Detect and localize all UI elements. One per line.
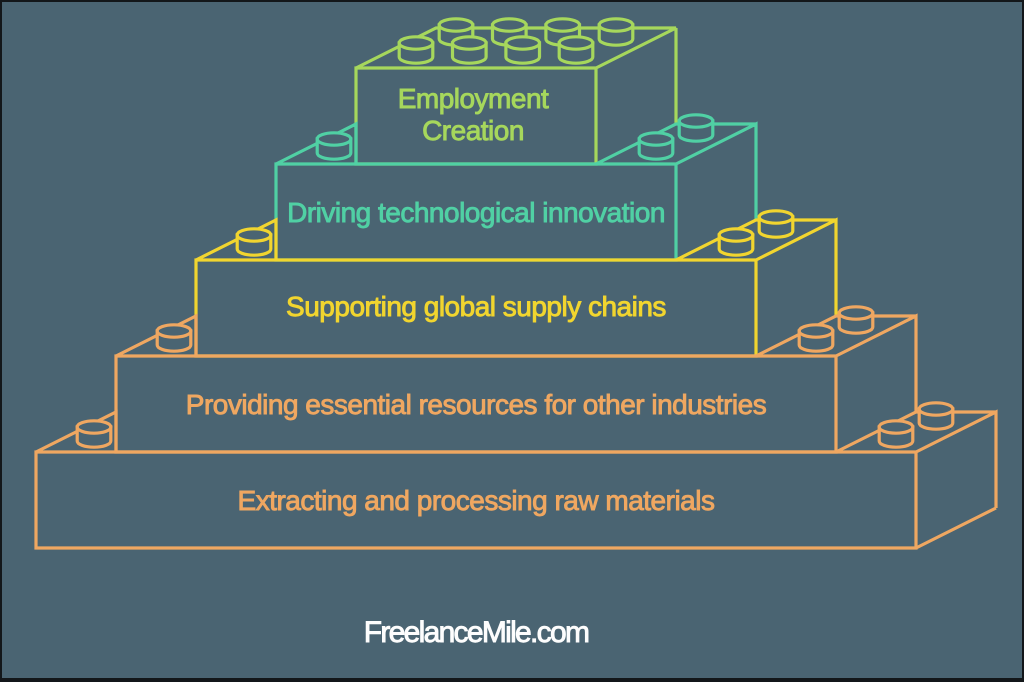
svg-text:Creation: Creation — [422, 115, 524, 146]
svg-text:FreelanceMile.com: FreelanceMile.com — [364, 616, 589, 649]
svg-text:Supporting global supply chain: Supporting global supply chains — [286, 291, 666, 322]
svg-text:Driving technological innovati: Driving technological innovation — [287, 197, 665, 228]
svg-text:Employment: Employment — [398, 83, 549, 114]
svg-text:Extracting and processing raw: Extracting and processing raw materials — [238, 485, 715, 516]
svg-text:Providing essential resources: Providing essential resources for other … — [186, 389, 766, 420]
